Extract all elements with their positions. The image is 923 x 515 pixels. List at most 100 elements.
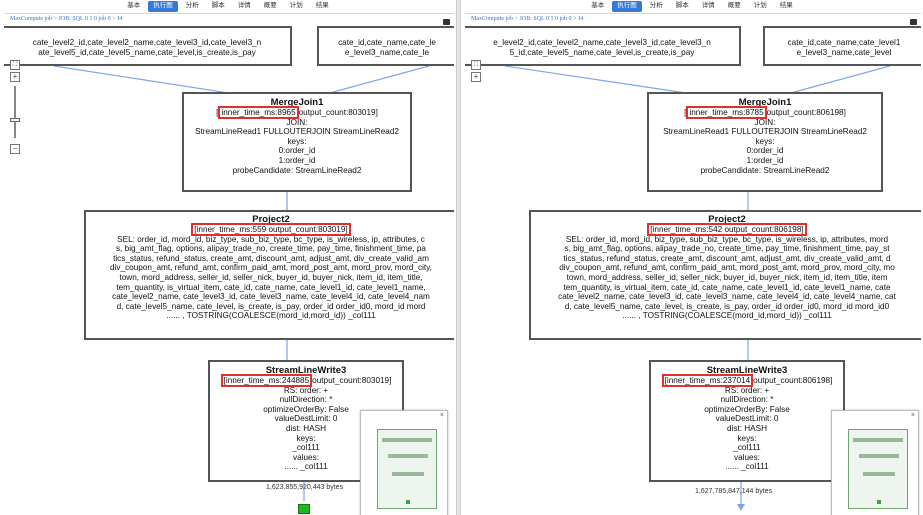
node-line: StreamLineRead1 FULLOUTERJOIN StreamLine… [195, 127, 399, 137]
upstream-node-right[interactable]: cate_id,cate_name,cate_le e_level3_name,… [317, 26, 454, 66]
tab-summary[interactable]: 概要 [263, 2, 277, 9]
breadcrumb[interactable]: MaxCompute job > JOB: SQL 0 1 0 job 0 > … [471, 16, 584, 22]
inner-time-highlight: [inner_time_ms:559 output_count:803019] [191, 223, 351, 236]
minimap[interactable]: × [831, 410, 919, 515]
node-line: valueDestLimit: 0 [274, 414, 338, 424]
minimap[interactable]: × [360, 410, 448, 515]
right-panel: 基本 执行图 分析 脚本 详情 概要 计划 结果 MaxCompute job … [461, 0, 923, 515]
tab-analysis[interactable]: 分析 [185, 2, 199, 9]
inner-time-highlight: [inner_time_ms:244885 [220, 374, 313, 387]
upstream-node-left[interactable]: e_level2_id,cate_level2_name,cate_level3… [465, 26, 741, 66]
project-node[interactable]: Project2 [inner_time_ms:559 output_count… [84, 210, 454, 340]
zoom-slider[interactable] [14, 86, 16, 138]
node-line: tem_quantity, is_virtual_item, cate_id, … [563, 282, 891, 292]
node-line: cate_id,cate_name,cate_level1 [787, 38, 901, 47]
close-icon[interactable]: × [910, 412, 915, 419]
edge-arrow-icon [737, 504, 745, 511]
node-stats: [inner_time_ms:559 output_count:803019] [86, 223, 454, 236]
tab-script[interactable]: 脚本 [211, 2, 225, 9]
node-title: Project2 [708, 214, 746, 225]
node-line: 0:order_id [278, 146, 316, 156]
tab-summary[interactable]: 概要 [727, 2, 741, 9]
minimap-viewport[interactable] [377, 429, 437, 509]
node-line: optimizeOrderBy: False [263, 404, 349, 414]
minimap-viewport[interactable] [848, 429, 908, 509]
graph-canvas[interactable]: MaxCompute job > JOB: SQL 0 1 0 job 0 > … [4, 13, 454, 515]
node-line: tem_quantity, is_virtual_item, cate_id, … [116, 282, 426, 292]
node-title: MergeJoin1 [270, 97, 324, 108]
node-line: tics_status, refund_status, create_amt, … [563, 253, 891, 263]
tab-basic[interactable]: 基本 [127, 2, 141, 9]
node-line: RS: order: + [724, 385, 770, 395]
zoom-fit-icon[interactable]: ⛶ [471, 60, 481, 70]
zoom-fit-icon[interactable]: ⛶ [10, 60, 20, 70]
minimap-node [382, 438, 432, 442]
tab-details[interactable]: 详情 [701, 2, 715, 9]
node-line: dist: HASH [726, 423, 768, 433]
node-line: div_coupon_amt, refund_amt, confirm_paid… [559, 263, 895, 273]
node-line: StreamLineRead1 FULLOUTERJOIN StreamLine… [663, 127, 867, 137]
project-node[interactable]: Project2 [inner_time_ms:542 output_count… [529, 210, 921, 340]
node-line: optimizeOrderBy: False [704, 404, 790, 414]
output-node[interactable] [298, 504, 310, 514]
node-title: StreamLineWrite3 [706, 365, 788, 376]
tab-details[interactable]: 详情 [237, 2, 251, 9]
minimap-node [392, 472, 424, 476]
tab-script[interactable]: 脚本 [675, 2, 689, 9]
upstream-node-right[interactable]: cate_id,cate_name,cate_level1 e_level3_n… [763, 26, 921, 66]
minimap-node [859, 454, 899, 458]
tab-execution-graph[interactable]: 执行图 [612, 1, 642, 12]
node-line: d, cate_level5_name, cate_level, is_crea… [116, 301, 426, 311]
menu-icon[interactable] [443, 19, 450, 25]
zoom-in-icon[interactable]: + [471, 72, 481, 82]
node-line: values: [734, 452, 760, 462]
node-title: StreamLineWrite3 [265, 365, 347, 376]
edge-bytes-label: 1,623,855,920,443 bytes [266, 484, 344, 491]
tab-plan[interactable]: 计划 [289, 2, 303, 9]
tab-result[interactable]: 结果 [779, 2, 793, 9]
node-stats: [inner_time_ms:542 output_count:806198] [531, 223, 921, 236]
node-line: keys: [287, 136, 307, 146]
node-line: 5_id,cate_level5_name,cate_level,is_crea… [509, 47, 695, 57]
zoom-slider-handle[interactable] [10, 118, 20, 122]
node-line: probeCandidate: StreamLineRead2 [232, 165, 362, 175]
node-line: ...... _col111 [284, 462, 328, 472]
upstream-node-left[interactable]: cate_level2_id,cate_level2_name,cate_lev… [4, 26, 292, 66]
node-line: dist: HASH [285, 423, 327, 433]
node-line: cate_level2_name, cate_level3_id, cate_l… [558, 292, 896, 302]
node-line: cate_level2_id,cate_level2_name,cate_lev… [32, 38, 262, 47]
zoom-in-icon[interactable]: + [10, 72, 20, 82]
close-icon[interactable]: × [439, 412, 444, 419]
minimap-node [388, 454, 428, 458]
menu-icon[interactable] [910, 19, 917, 25]
node-line: nullDirection: * [279, 395, 333, 405]
tab-analysis[interactable]: 分析 [649, 2, 663, 9]
tab-plan[interactable]: 计划 [753, 2, 767, 9]
node-line: s, big_amt_flag, options, alipay_trade_n… [116, 244, 426, 254]
node-line: div_coupon_amt, refund_amt, confirm_paid… [110, 263, 432, 273]
panel-divider[interactable] [456, 0, 461, 515]
minimap-output-node [406, 500, 410, 504]
node-title: Project2 [252, 214, 290, 225]
node-line: probeCandidate: StreamLineRead2 [700, 165, 830, 175]
node-line: values: [293, 452, 319, 462]
breadcrumb[interactable]: MaxCompute job > JOB: SQL 0 1 0 job 0 > … [10, 16, 123, 22]
graph-canvas[interactable]: MaxCompute job > JOB: SQL 0 1 0 job 0 > … [465, 13, 921, 515]
node-line: keys: [737, 433, 757, 443]
node-line: ...... _col111 [725, 462, 769, 472]
tab-result[interactable]: 结果 [315, 2, 329, 9]
minimap-output-node [877, 500, 881, 504]
node-line: keys: [296, 433, 316, 443]
node-line: s, big_amt_flag, options, alipay_trade_n… [564, 244, 890, 254]
tab-basic[interactable]: 基本 [591, 2, 605, 9]
node-line: e_level3_name,cate_level [796, 47, 892, 57]
node-line: nullDirection: * [720, 395, 774, 405]
zoom-out-icon[interactable]: − [10, 144, 20, 154]
tab-execution-graph[interactable]: 执行图 [148, 1, 178, 12]
